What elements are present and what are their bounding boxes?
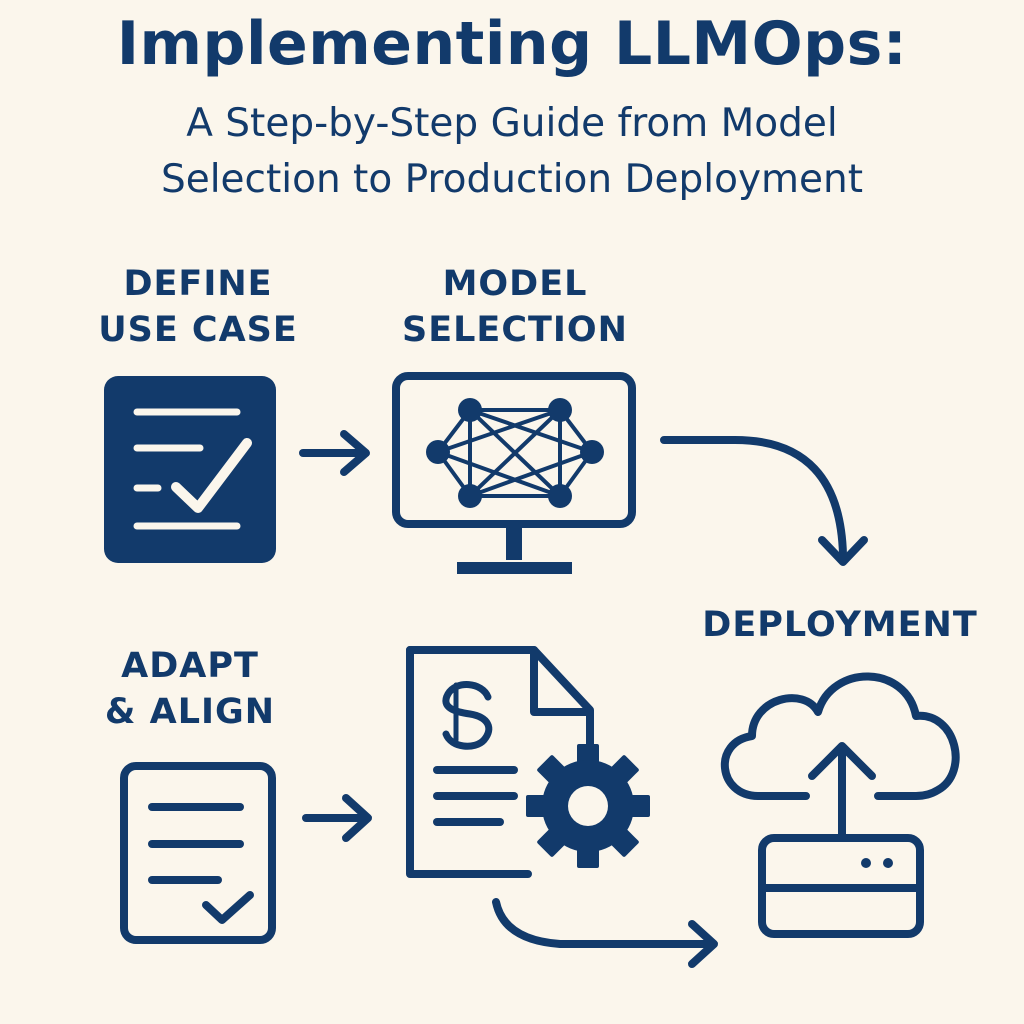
subtitle-line-2: Selection to Production Deployment <box>160 157 864 202</box>
subtitle-line-1: A Step-by-Step Guide from Model <box>186 101 838 146</box>
step-label-adapt-align: ADAPT & ALIGN <box>60 643 320 735</box>
step-label-model-selection: MODEL SELECTION <box>365 261 665 353</box>
adapt-label-line-2: & ALIGN <box>104 692 276 732</box>
step-label-define-use-case: DEFINE USE CASE <box>48 261 348 353</box>
define-label-line-2: USE CASE <box>98 310 298 350</box>
step-label-deployment: DEPLOYMENT <box>680 602 1000 648</box>
arrow-define-to-model <box>299 430 370 476</box>
cost-document-gear-icon <box>406 646 650 878</box>
gear-icon <box>526 744 650 868</box>
arrow-cost-to-deployment <box>492 898 718 968</box>
arrow-adapt-to-cost <box>302 794 372 842</box>
document-check-icon <box>120 762 276 944</box>
page-title: Implementing LLMOps: <box>116 9 908 79</box>
checklist-icon <box>104 376 276 563</box>
deployment-label-line-1: DEPLOYMENT <box>702 605 978 645</box>
arrow-model-to-deployment <box>660 436 868 566</box>
model-label-line-1: MODEL <box>442 264 588 304</box>
neural-network-monitor-icon <box>392 372 636 574</box>
define-label-line-1: DEFINE <box>123 264 273 304</box>
adapt-label-line-1: ADAPT <box>121 646 259 686</box>
page-subtitle: A Step-by-Step Guide from Model Selectio… <box>62 96 962 208</box>
model-label-line-2: SELECTION <box>402 310 628 350</box>
cloud-upload-server-icon <box>721 672 960 938</box>
